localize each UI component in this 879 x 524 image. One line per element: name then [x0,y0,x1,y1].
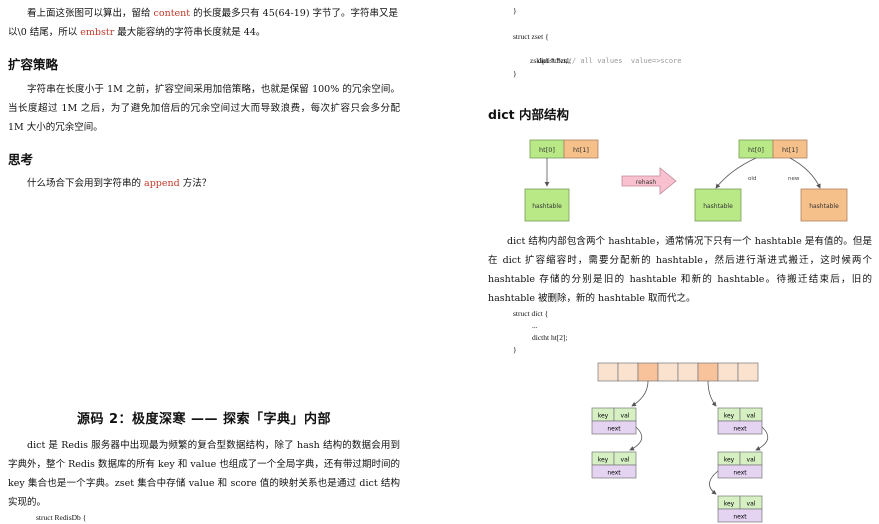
heading-dict-structure: dict 内部结构 [488,107,569,122]
ht0-label-left: ht[0] [539,146,555,154]
svg-text:val: val [621,413,630,420]
hashtable-old [694,188,742,222]
code-close-brace-2: } [513,69,517,78]
code-zset-dict-line: dict *dict;// all values value=>score [530,43,682,79]
code-redisdb: struct RedisDb { [36,513,87,522]
rehash-arrow [621,167,677,195]
ht0-label-right: ht[0] [748,146,764,154]
svg-text:next: next [733,426,747,433]
svg-text:key: key [724,501,735,508]
svg-text:val: val [621,457,630,464]
think-text-b: 方法？ [182,178,212,189]
intro-text-1a: 看上面这张图可以算出，留给 [27,8,151,19]
intro-paragraph-2: 以\0 结尾，所以 embstr 最大能容纳的字符串长度就是 44。 [8,23,400,42]
intro-text-1b: 的长度最多只有 45(64-19) 字节了。字符串又是 [193,8,399,19]
rehash-diagram: ht[0] ht[1] hashtable rehash ht[0] ht[1]… [524,139,848,222]
svg-text:next: next [733,470,747,477]
svg-text:val: val [747,413,756,420]
svg-text:next: next [607,426,621,433]
entry-right-1: key val next [717,407,763,435]
code-zsl-field: zskiplist *zsl; [530,56,572,65]
left-page: 看上面这张图可以算出，留给 content 的长度最多只有 45(64-19) … [0,0,408,524]
svg-text:key: key [598,413,609,420]
svg-text:key: key [724,457,735,464]
svg-text:next: next [607,470,621,477]
ht1-label-left: ht[1] [573,146,589,154]
dict-intro-paragraph: dict 是 Redis 服务器中出现最为频繁的复合型数据结构，除了 hash … [8,440,400,508]
hashtable-left [524,188,570,222]
entry-left-1: key val next [591,407,637,435]
bucket-arrow-2 [707,380,717,407]
think-text-a: 什么场合下会用到字符串的 [27,178,142,189]
entry-left-2: key val next [591,451,637,479]
arrow-new [789,157,821,189]
intro-paragraph: 看上面这张图可以算出，留给 content 的长度最多只有 45(64-19) … [8,4,400,23]
hashtable-chain-diagram: key val next key val next key val next [591,362,769,523]
code-dictht-field: dictht ht[2]; [532,333,568,342]
heading-think: 思考 [8,152,34,167]
intro-text-2a: 以\0 结尾，所以 [8,27,78,38]
code-struct-dict: struct dict { [513,309,549,318]
next-arrow-right-2 [709,470,719,495]
hashtable-left-label: hashtable [532,203,562,210]
next-arrow-left [629,426,643,451]
append-keyword: append [144,178,180,189]
svg-text:key: key [598,457,609,464]
code-dict-field: dict *dict; [537,56,568,65]
next-arrow-right-1 [755,426,769,451]
dict-structure-paragraph: dict 结构内部包含两个 hashtable，通常情况下只有一个 hashta… [488,236,872,304]
svg-text:val: val [747,457,756,464]
hashtable-old-label: hashtable [703,203,733,210]
code-close-brace-1: } [513,6,517,15]
svg-text:val: val [747,501,756,508]
hashtable-new [800,188,848,222]
code-close-brace-3: } [513,345,517,354]
section-title-dict: 源码 2：极度深寒 —— 探索「字典」内部 [76,412,332,427]
ht1-cell-left [563,139,599,159]
old-label: old [748,176,756,182]
page-gutter [408,0,470,524]
embstr-keyword: embstr [80,27,115,38]
think-paragraph: 什么场合下会用到字符串的 append 方法？ [8,174,400,193]
bucket-array [597,362,759,382]
expand-paragraph: 字符串在长度小于 1M 之前，扩容空间采用加倍策略，也就是保留 100% 的冗余… [8,84,400,133]
code-struct-zset: struct zset { [513,32,549,41]
svg-text:next: next [733,514,747,521]
intro-text-2b: 最大能容纳的字符串长度就是 44。 [117,27,266,38]
heading-expand-strategy: 扩容策略 [8,57,59,72]
entry-right-3: key val next [717,495,763,523]
bucket-arrow-1 [631,380,649,407]
rehash-label: rehash [636,179,657,186]
hashtable-new-label: hashtable [809,203,839,210]
entry-right-2: key val next [717,451,763,479]
arrow-old [715,157,757,189]
new-label: new [788,176,800,182]
svg-text:key: key [724,413,735,420]
code-ellipsis: ... [532,321,538,330]
content-keyword: content [153,8,191,19]
code-comment: // all values value=>score [567,57,682,65]
ht1-label-right: ht[1] [782,146,798,154]
right-page: } struct zset { dict *dict;// all values… [470,0,879,524]
